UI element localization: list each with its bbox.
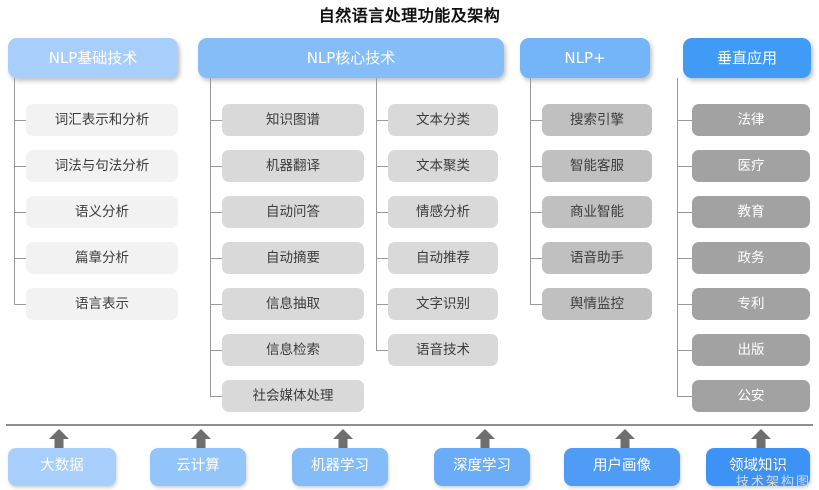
item-plus[interactable]: 商业智能	[542, 196, 652, 228]
connector-stub	[677, 120, 692, 121]
connector-stub	[376, 166, 388, 167]
item-core[interactable]: 自动问答	[222, 196, 364, 228]
item-core[interactable]: 机器翻译	[222, 150, 364, 182]
connector-stub	[210, 120, 222, 121]
item-basic[interactable]: 词汇表示和分析	[26, 104, 178, 136]
connector-stub	[14, 258, 26, 259]
connector-spine-plus-0	[530, 78, 531, 304]
item-core[interactable]: 信息抽取	[222, 288, 364, 320]
connector-stub	[376, 350, 388, 351]
item-core[interactable]: 自动推荐	[388, 242, 498, 274]
foundation-item[interactable]: 用户画像	[564, 448, 680, 486]
item-basic[interactable]: 语言表示	[26, 288, 178, 320]
connector-stub	[530, 258, 542, 259]
item-vertical[interactable]: 教育	[692, 196, 810, 228]
connector-stub	[210, 212, 222, 213]
item-core[interactable]: 文本分类	[388, 104, 498, 136]
item-plus[interactable]: 智能客服	[542, 150, 652, 182]
item-plus[interactable]: 舆情监控	[542, 288, 652, 320]
category-header-core[interactable]: NLP核心技术	[198, 38, 504, 78]
connector-stub	[376, 258, 388, 259]
connector-stub	[210, 258, 222, 259]
foundation-item[interactable]: 深度学习	[434, 448, 530, 486]
item-core[interactable]: 语音技术	[388, 334, 498, 366]
foundation-item[interactable]: 云计算	[150, 448, 246, 486]
item-plus[interactable]: 语音助手	[542, 242, 652, 274]
foundation-item[interactable]: 领域知识	[706, 448, 810, 486]
connector-stub	[14, 120, 26, 121]
connector-stub	[210, 304, 222, 305]
item-vertical[interactable]: 公安	[692, 380, 810, 412]
category-header-plus[interactable]: NLP+	[520, 38, 650, 78]
connector-stub	[376, 304, 388, 305]
up-arrow-icon	[332, 428, 354, 452]
item-core[interactable]: 知识图谱	[222, 104, 364, 136]
item-vertical[interactable]: 出版	[692, 334, 810, 366]
item-vertical[interactable]: 法律	[692, 104, 810, 136]
up-arrow-icon	[614, 428, 636, 452]
connector-stub	[14, 212, 26, 213]
connector-stub	[376, 212, 388, 213]
connector-stub	[677, 396, 692, 397]
connector-stub	[530, 120, 542, 121]
connector-stub	[677, 166, 692, 167]
connector-stub	[210, 350, 222, 351]
category-header-vertical[interactable]: 垂直应用	[683, 38, 811, 78]
item-vertical[interactable]: 政务	[692, 242, 810, 274]
connector-stub	[14, 166, 26, 167]
connector-stub	[530, 166, 542, 167]
up-arrow-icon	[474, 428, 496, 452]
item-plus[interactable]: 搜索引擎	[542, 104, 652, 136]
item-vertical[interactable]: 医疗	[692, 150, 810, 182]
connector-stub	[14, 304, 26, 305]
up-arrow-icon	[190, 428, 212, 452]
item-core[interactable]: 社会媒体处理	[222, 380, 364, 412]
item-core[interactable]: 情感分析	[388, 196, 498, 228]
connector-spine-basic-0	[14, 78, 15, 304]
item-core[interactable]: 信息检索	[222, 334, 364, 366]
item-vertical[interactable]: 专利	[692, 288, 810, 320]
foundation-baseline	[6, 424, 813, 426]
connector-stub	[677, 304, 692, 305]
item-basic[interactable]: 语义分析	[26, 196, 178, 228]
connector-stub	[530, 212, 542, 213]
up-arrow-icon	[750, 428, 772, 452]
item-core[interactable]: 文字识别	[388, 288, 498, 320]
foundation-item[interactable]: 机器学习	[292, 448, 388, 486]
connector-stub	[677, 212, 692, 213]
connector-stub	[376, 120, 388, 121]
connector-stub	[210, 396, 222, 397]
foundation-item[interactable]: 大数据	[8, 448, 116, 486]
connector-stub	[677, 258, 692, 259]
item-core[interactable]: 自动摘要	[222, 242, 364, 274]
connector-spine-core-1	[376, 78, 377, 350]
connector-spine-core-0	[210, 78, 211, 396]
up-arrow-icon	[48, 428, 70, 452]
watermark-text: 技术架构图	[735, 475, 811, 490]
connector-stub	[530, 304, 542, 305]
connector-spine-vertical-0	[677, 78, 678, 396]
item-core[interactable]: 文本聚类	[388, 150, 498, 182]
item-basic[interactable]: 篇章分析	[26, 242, 178, 274]
item-basic[interactable]: 词法与句法分析	[26, 150, 178, 182]
page-title: 自然语言处理功能及架构	[318, 6, 501, 25]
connector-stub	[677, 350, 692, 351]
category-header-basic[interactable]: NLP基础技术	[8, 38, 178, 78]
connector-stub	[210, 166, 222, 167]
